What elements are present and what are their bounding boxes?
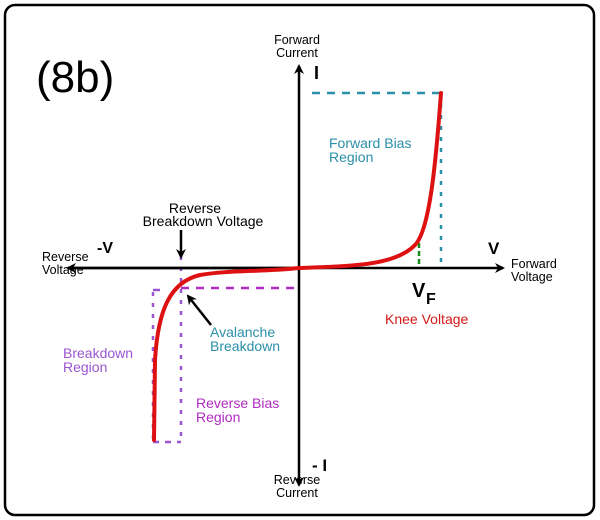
neg-current-symbol: - I [312, 456, 327, 475]
vf-subscript: F [426, 291, 436, 308]
breakdown-region-label-1: Breakdown [63, 345, 133, 361]
forward-bias-label-1: Forward Bias [329, 135, 411, 151]
reverse-current-label-1: Reverse [274, 473, 321, 487]
forward-bias-label-2: Region [329, 149, 373, 165]
reverse-characteristic-curve [152, 266, 301, 442]
vf-symbol: V [412, 280, 426, 302]
reverse-voltage-label-2: Voltage [42, 263, 84, 277]
forward-characteristic-curve [297, 91, 443, 270]
figure-label: (8b) [36, 53, 114, 102]
avalanche-label-2: Breakdown [210, 338, 280, 354]
voltage-symbol: V [488, 239, 500, 258]
reverse-breakdown-label-1: Reverse [169, 200, 221, 216]
reverse-voltage-label-1: Reverse [42, 250, 89, 264]
breakdown-region-label-2: Region [63, 359, 107, 375]
current-symbol: I [314, 63, 319, 83]
reverse-breakdown-label-2: Breakdown Voltage [143, 213, 264, 229]
reverse-current-label-2: Current [276, 486, 318, 500]
forward-voltage-label-2: Voltage [511, 270, 553, 284]
forward-current-label-1: Forward [274, 33, 320, 47]
reverse-bias-label-1: Reverse Bias [196, 395, 279, 411]
knee-voltage-label: Knee Voltage [385, 311, 469, 327]
forward-voltage-label-1: Forward [511, 257, 557, 271]
neg-voltage-symbol: -V [97, 240, 113, 257]
avalanche-label-1: Avalanche [210, 324, 275, 340]
reverse-bias-label-2: Region [196, 409, 240, 425]
forward-current-label-2: Current [276, 46, 318, 60]
avalanche-arrow [186, 294, 212, 326]
